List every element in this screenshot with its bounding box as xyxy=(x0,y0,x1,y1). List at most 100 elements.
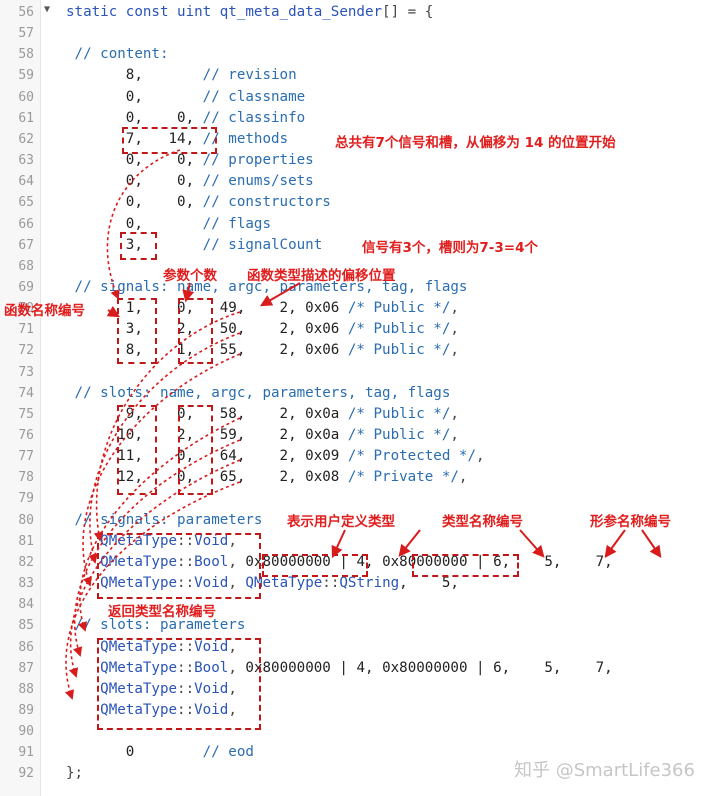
code-token: 0, 0, xyxy=(66,109,195,126)
code-comment: // eod xyxy=(134,744,254,761)
line-number: 90 xyxy=(18,724,34,740)
methods-note: 总共有7个信号和槽，从偏移为 14 的位置开始 xyxy=(335,135,616,151)
code-token: , xyxy=(458,469,468,486)
line-number: 84 xyxy=(18,597,34,613)
code-line[interactable]: // content: xyxy=(66,44,169,65)
line-number: 88 xyxy=(18,681,34,697)
signal-argc-box xyxy=(178,298,213,364)
code-comment: // constructors xyxy=(194,194,331,211)
code-comment: // signals: parameters xyxy=(66,511,263,528)
line-number: 76 xyxy=(18,428,34,443)
watermark: 知乎 @SmartLife366 xyxy=(514,760,695,781)
code-keyword: Void xyxy=(194,701,229,718)
code-token: :: xyxy=(322,575,340,592)
line-number: 68 xyxy=(18,258,34,274)
line-number: 91 xyxy=(18,745,34,761)
code-line[interactable]: }; xyxy=(66,763,83,784)
code-token: , 5, xyxy=(399,575,459,592)
code-line[interactable]: 0, // classname xyxy=(66,87,305,108)
return-type-label: 返回类型名称编号 xyxy=(108,604,216,620)
line-number: 59 xyxy=(18,68,34,84)
code-keyword: QMetaType xyxy=(66,701,178,718)
code-line[interactable]: QMetaType::Void, xyxy=(66,700,237,721)
code-line[interactable]: // signals: parameters xyxy=(66,510,263,531)
line-number: 75 xyxy=(18,406,34,422)
code-comment: // classname xyxy=(142,88,306,105)
code-token: }; xyxy=(66,765,84,782)
line-number: 83 xyxy=(18,576,34,592)
code-comment: /* Private */ xyxy=(347,469,459,486)
slot-name-box xyxy=(117,405,157,495)
code-line[interactable]: 8, // revision xyxy=(66,65,297,86)
line-number: 58 xyxy=(18,47,34,63)
code-keyword: QString xyxy=(339,575,400,592)
code-comment: /* Public */ xyxy=(347,342,451,359)
methods-count-box xyxy=(122,127,217,154)
code-line[interactable]: 0, // flags xyxy=(66,214,271,235)
line-number: 69 xyxy=(18,279,34,295)
signalcount-note: 信号有3个，槽则为7-3=4个 xyxy=(362,240,538,256)
line-number: 85 xyxy=(18,618,34,634)
signal-return-types-box xyxy=(97,533,261,599)
slot-return-types-box xyxy=(97,638,261,730)
code-line[interactable]: 3, // signalCount xyxy=(66,235,322,256)
code-token: :: xyxy=(177,701,195,718)
code-comment: // slots: name, argc, parameters, tag, f… xyxy=(66,384,451,401)
signalcount-box xyxy=(120,232,157,260)
line-number: 70 xyxy=(18,301,34,317)
user-type-label: 表示用户定义类型 xyxy=(287,514,395,530)
code-token: , xyxy=(476,448,485,465)
code-line[interactable]: 0, 0, // classinfo xyxy=(66,108,305,129)
code-line[interactable]: 7, 14, // methods xyxy=(66,129,288,150)
param-offset-label: 函数类型描述的偏移位置 xyxy=(247,268,396,284)
line-number-gutter xyxy=(0,0,41,796)
line-number: 66 xyxy=(18,216,34,232)
line-number: 89 xyxy=(18,702,34,718)
signal-name-box xyxy=(117,298,157,364)
code-comment: /* Public */ xyxy=(347,300,451,317)
code-comment: /* Protected */ xyxy=(347,448,476,465)
slot-argc-box xyxy=(178,405,213,495)
code-token: , xyxy=(228,701,237,718)
code-line[interactable]: static const uint qt_meta_data_Sender[] … xyxy=(66,2,433,23)
code-comment: // classinfo xyxy=(194,109,306,126)
line-number: 71 xyxy=(18,322,34,338)
code-line[interactable]: 0 // eod xyxy=(66,742,254,763)
line-number: 60 xyxy=(18,89,34,105)
code-line[interactable]: // slots: name, argc, parameters, tag, f… xyxy=(66,383,451,404)
fold-toggle-icon[interactable]: ▼ xyxy=(44,4,51,15)
line-number: 92 xyxy=(18,766,34,782)
code-comment: // properties xyxy=(194,152,314,169)
name-index-label: 函数名称编号 xyxy=(4,303,85,319)
code-token: , xyxy=(450,427,459,443)
code-line[interactable]: 0, 0, // enums/sets xyxy=(66,171,314,192)
code-comment: /* Public */ xyxy=(347,321,451,338)
code-keyword: QMetaType xyxy=(245,575,323,592)
code-token: 0x80000000 | 4, 0x80000000 | 6, 5, 7, xyxy=(245,553,613,570)
line-number: 56 xyxy=(18,5,34,20)
user-type-box-2 xyxy=(412,554,519,577)
code-token: [] = { xyxy=(382,4,434,20)
code-token: 8, xyxy=(66,67,143,84)
line-number: 65 xyxy=(18,195,34,211)
line-number: 82 xyxy=(18,554,34,570)
line-number: 57 xyxy=(18,26,34,42)
code-token: , xyxy=(450,342,459,359)
line-number: 74 xyxy=(18,385,34,401)
code-token: , xyxy=(450,405,459,422)
line-number: 62 xyxy=(18,131,34,147)
line-number: 80 xyxy=(18,512,34,528)
code-line[interactable]: 0, 0, // constructors xyxy=(66,192,331,213)
code-keyword: qt_meta_data_Sender xyxy=(219,4,383,20)
code-comment: /* Public */ xyxy=(347,427,451,443)
type-name-label: 类型名称编号 xyxy=(442,514,523,530)
code-token: 0, xyxy=(66,88,143,105)
line-number: 77 xyxy=(18,449,34,465)
code-token: 0x80000000 | 4, 0x80000000 | 6, 5, 7, xyxy=(245,659,613,676)
code-line[interactable]: QMetaType::Void, QMetaType::QString, 5, xyxy=(66,573,459,594)
line-number: 78 xyxy=(18,470,34,486)
param-name-label: 形参名称编号 xyxy=(590,514,671,530)
code-comment: // revision xyxy=(142,67,297,84)
code-comment: // enums/sets xyxy=(194,173,314,190)
line-number: 61 xyxy=(18,110,34,126)
